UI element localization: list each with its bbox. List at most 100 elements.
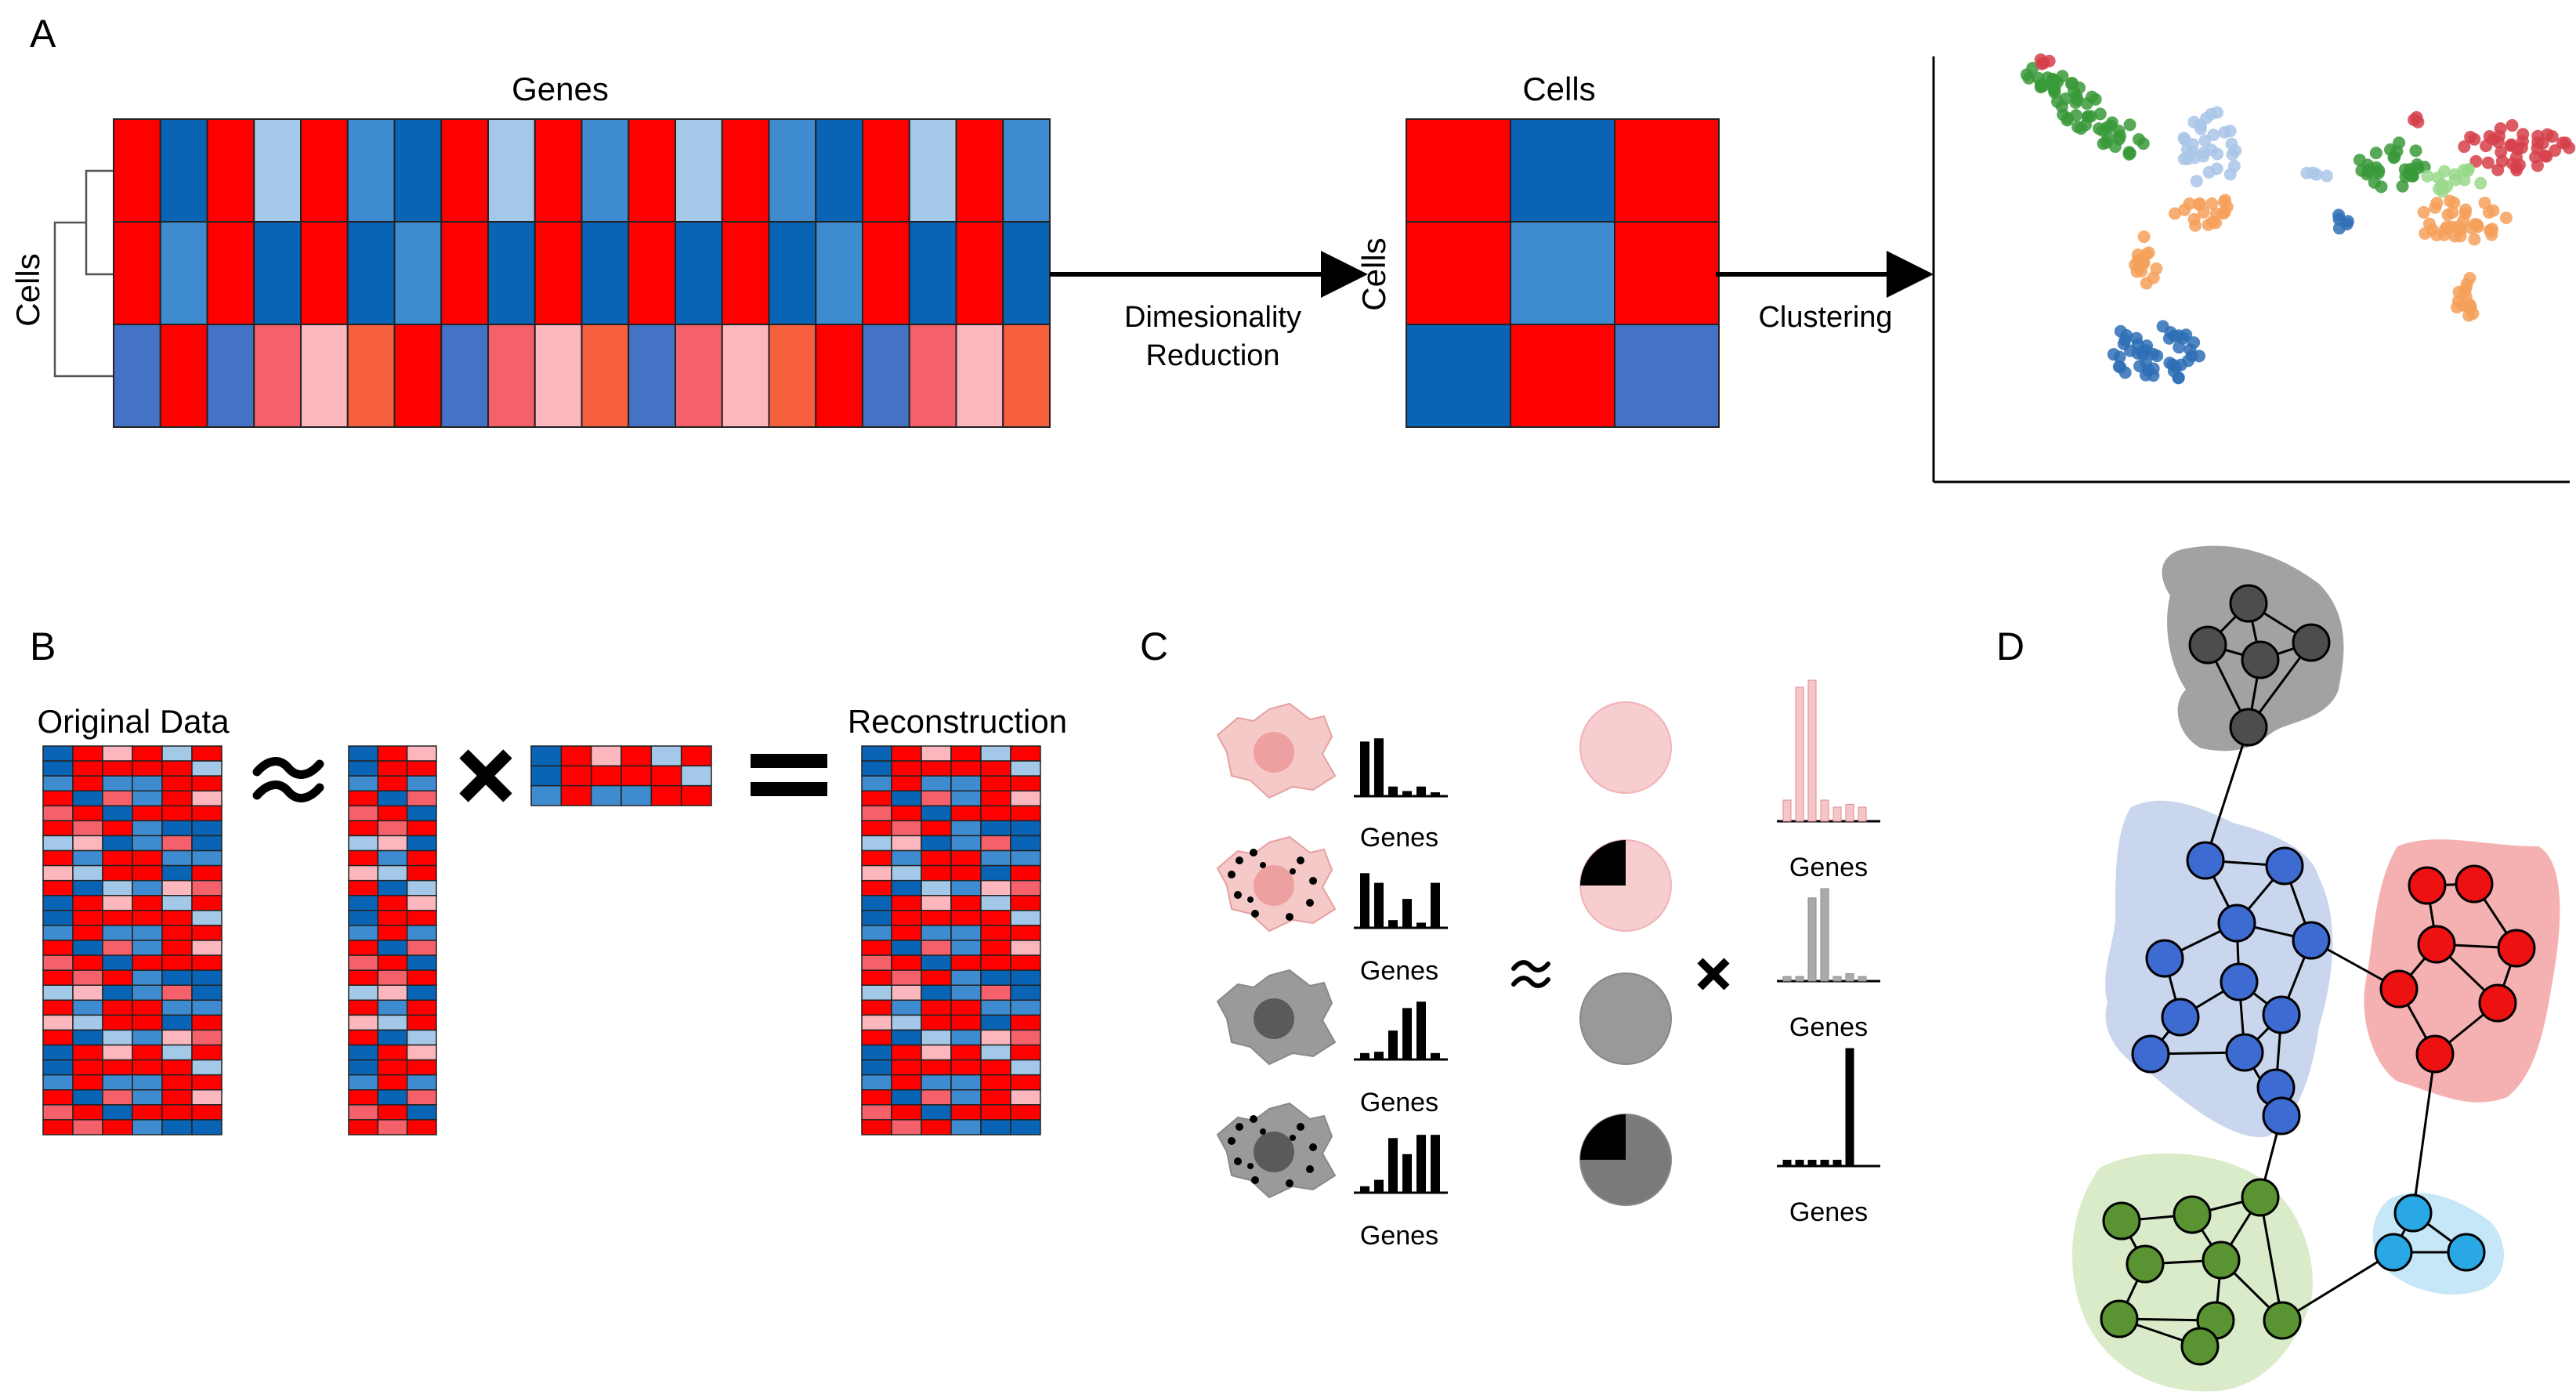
reconstruction-cell xyxy=(891,1119,922,1135)
h-cell xyxy=(590,784,622,806)
gene-bar xyxy=(1360,1052,1369,1059)
w-cell xyxy=(377,984,408,1001)
scatter-point xyxy=(2037,56,2050,70)
reconstruction-cell xyxy=(861,849,892,867)
reconstruction-cell xyxy=(891,984,922,1001)
original-data-cell xyxy=(72,775,103,791)
reconstruction-cell xyxy=(921,760,952,777)
reconstruction-cell xyxy=(921,775,952,791)
scatter-point xyxy=(2183,197,2196,210)
original-data-cell xyxy=(132,760,163,777)
reconstruction-cell xyxy=(980,910,1011,926)
scatter-point xyxy=(2469,154,2483,168)
reconstruction-cell xyxy=(891,879,922,896)
cell-type-2 xyxy=(1216,835,1337,933)
reconstruction-cell xyxy=(891,910,922,926)
reconstruction-cell xyxy=(921,1014,952,1031)
reconstruction-cell xyxy=(921,969,952,986)
heatmap-cell xyxy=(675,221,723,325)
scatter-point xyxy=(2332,208,2346,222)
factor-w-matrix xyxy=(348,745,437,1135)
reconstruction-cell xyxy=(861,805,892,822)
original-data-cell xyxy=(72,790,103,807)
reconstruction-cell xyxy=(921,849,952,867)
scatter-point xyxy=(2455,299,2469,312)
gene-bar xyxy=(1431,1135,1440,1193)
scatter-point xyxy=(2409,144,2422,158)
reconstruction-cell xyxy=(950,999,982,1016)
scatter-point xyxy=(2056,70,2069,83)
original-data-cell xyxy=(191,1014,223,1031)
w-cell xyxy=(348,820,379,837)
scatter-point xyxy=(2458,173,2471,187)
original-data-cell xyxy=(132,849,163,867)
original-data-cell xyxy=(102,864,133,882)
reconstruction-cell xyxy=(921,864,952,882)
reconstruction-cell xyxy=(861,790,892,807)
scatter-point xyxy=(2408,113,2421,126)
reconstruction-cell xyxy=(921,1119,952,1135)
gene-bar xyxy=(1416,786,1426,796)
reconstruction-cell xyxy=(861,775,892,791)
gene-bar xyxy=(1858,976,1867,982)
reconstruction-cell xyxy=(980,1074,1011,1091)
factor-h-matrix xyxy=(530,745,712,806)
w-cell xyxy=(406,1044,437,1061)
w-cell xyxy=(406,879,437,896)
h-cell xyxy=(620,784,653,806)
w-cell xyxy=(406,835,437,852)
reconstruction-cell xyxy=(980,835,1011,852)
reconstruction-cell xyxy=(950,864,982,882)
reconstruction-cell xyxy=(921,835,952,852)
scatter-point xyxy=(2505,119,2519,132)
reconstruction-cell xyxy=(891,760,922,777)
original-data-cell xyxy=(72,1044,103,1061)
reconstruction-cell xyxy=(1010,1059,1041,1076)
pie-slice xyxy=(1580,840,1626,886)
scatter-point xyxy=(2176,331,2190,345)
original-data-cell xyxy=(42,940,74,956)
gene-bar xyxy=(1845,1048,1854,1167)
original-data-cell xyxy=(132,1119,163,1135)
network-node xyxy=(2131,1034,2170,1074)
reconstruction-cell xyxy=(950,895,982,911)
h-cell xyxy=(680,765,712,787)
reconstruction-cell xyxy=(861,1029,892,1046)
original-data-cell xyxy=(132,1044,163,1061)
heatmap-cell xyxy=(206,221,255,325)
w-cell xyxy=(348,999,379,1016)
genes-label-6: Genes xyxy=(1789,1012,1868,1042)
reconstruction-cell xyxy=(921,940,952,956)
scatter-point xyxy=(2460,277,2473,291)
original-data-cell xyxy=(132,1089,163,1106)
scatter-point xyxy=(2046,72,2059,85)
reconstruction-cell xyxy=(980,879,1011,896)
scatter-point xyxy=(2113,129,2126,143)
original-data-cell xyxy=(72,760,103,777)
reconstruction-cell xyxy=(950,1014,982,1031)
reconstruction-cell xyxy=(1010,820,1041,837)
w-cell xyxy=(406,910,437,926)
gene-bar xyxy=(1782,799,1792,822)
original-data-cell xyxy=(191,969,223,986)
w-cell xyxy=(377,969,408,986)
original-data-cell xyxy=(161,849,193,867)
w-cell xyxy=(406,805,437,822)
original-data-cell xyxy=(191,745,223,762)
reconstruction-cell xyxy=(921,1104,952,1121)
reconstruction-cell xyxy=(1010,1074,1041,1091)
reconstruction-cell xyxy=(861,954,892,971)
original-data-cell xyxy=(42,1119,74,1135)
reconstruction-cell xyxy=(950,1059,982,1076)
scatter-point xyxy=(2340,217,2353,230)
reconstruction-cell xyxy=(1010,879,1041,896)
heatmap-cell xyxy=(393,221,443,325)
scatter-point xyxy=(2086,90,2099,103)
original-data-matrix xyxy=(42,745,223,1135)
original-data-cell xyxy=(132,1014,163,1031)
original-data-cell xyxy=(72,940,103,956)
heatmap-cell xyxy=(955,324,1004,428)
scatter-point xyxy=(2396,179,2409,193)
scatter-point xyxy=(2509,150,2523,164)
w-cell xyxy=(377,1104,408,1121)
